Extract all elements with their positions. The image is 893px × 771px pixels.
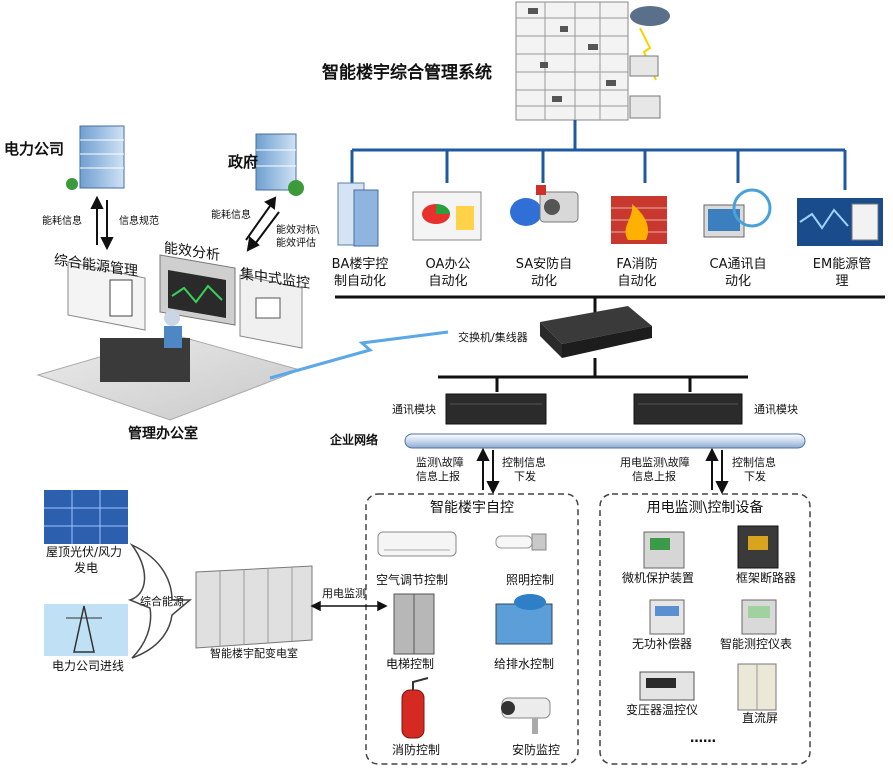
solar-panel-icon <box>44 490 128 544</box>
light-bulb-icon <box>495 533 547 551</box>
down-right-line2: 下发 <box>744 470 766 483</box>
device-box-title: 用电监测\控制设备 <box>646 500 764 516</box>
ca-icon <box>703 188 772 238</box>
microcomputer-protection-icon <box>643 531 685 569</box>
network-arrows <box>476 447 729 495</box>
elevator-icon <box>393 593 435 655</box>
smart-meter-icon <box>741 599 777 635</box>
em-label-line2: 理 <box>835 274 849 289</box>
solar-label-line1: 屋顶光伏/风力 <box>46 545 123 559</box>
ca-label-line1: CA通讯自 <box>709 257 767 272</box>
ca-label-line2: 动化 <box>724 274 751 289</box>
ba-icon <box>337 182 379 247</box>
combined-energy-label: 综合能源 <box>140 595 184 608</box>
device-item-protection: 微机保护装置 <box>622 571 695 585</box>
enterprise-network-label: 企业网络 <box>330 433 379 447</box>
up-left-line2: 信息上报 <box>416 470 460 483</box>
government-building-icon <box>255 133 304 196</box>
comm-module-left-icon <box>445 393 547 425</box>
benchmark-label-line1: 能效对标\ <box>276 225 320 236</box>
government-label: 政府 <box>228 153 259 171</box>
auto-control-box <box>365 493 579 765</box>
solar-label-line2: 发电 <box>74 561 99 575</box>
up-right-line1: 用电监测\故障 <box>620 456 690 469</box>
reactive-compensator-icon <box>649 599 685 635</box>
device-box <box>599 493 811 765</box>
down-left-line1: 控制信息 <box>502 456 546 469</box>
combined-energy-arrow <box>127 543 193 659</box>
device-item-temp-controller: 变压器温控仪 <box>626 703 699 717</box>
sa-icon <box>510 185 579 226</box>
fa-label-line2: 自动化 <box>617 274 657 289</box>
oa-label-line2: 自动化 <box>428 274 468 289</box>
ba-label-line2: 制自动化 <box>333 274 386 289</box>
security-camera-icon <box>501 697 551 734</box>
power-monitor-label: 用电监测 <box>322 587 366 600</box>
switch-label: 交换机/集线器 <box>458 331 528 344</box>
energy-info-label-1: 能耗信息 <box>42 216 82 227</box>
auto-item-security: 安防监控 <box>512 743 561 757</box>
auto-control-title: 智能楼宇自控 <box>430 500 514 516</box>
system-title: 智能楼宇综合管理系统 <box>322 63 492 83</box>
grid-label: 电力公司进线 <box>52 659 125 673</box>
building-model-icon <box>515 1 670 121</box>
office-scene-icon <box>36 254 303 421</box>
em-label-line1: EM能源管 <box>812 257 872 272</box>
substation-label: 智能楼宇配变电室 <box>210 647 298 660</box>
comm-module-left-label: 通讯模块 <box>392 403 436 416</box>
transformer-temp-controller-icon <box>639 671 695 701</box>
office-label: 管理办公室 <box>128 426 198 442</box>
device-item-breaker: 框架断路器 <box>736 571 797 585</box>
auto-item-ac: 空气调节控制 <box>376 573 449 587</box>
power-monitor-arrow <box>310 600 388 612</box>
wireless-link-icon <box>269 330 449 380</box>
water-pump-icon <box>495 594 553 645</box>
sa-label-line2: 动化 <box>530 274 557 289</box>
oa-label-line1: OA办公 <box>425 257 471 272</box>
device-item-dc-panel: 直流屏 <box>742 711 779 725</box>
comm-module-right-icon <box>633 393 743 425</box>
benchmark-label-line2: 能效评估 <box>276 238 316 249</box>
switch-icon <box>540 306 652 358</box>
up-right-line2: 信息上报 <box>632 470 676 483</box>
dc-panel-icon <box>737 663 777 711</box>
substation-cabinet-icon <box>195 565 313 649</box>
sa-label-line1: SA安防自 <box>515 257 573 272</box>
top-bus-lines <box>350 120 847 190</box>
fa-label-line1: FA消防 <box>616 257 658 272</box>
info-spec-label: 信息规范 <box>119 216 159 227</box>
air-conditioner-icon <box>377 531 457 557</box>
auto-item-fire: 消防控制 <box>392 743 441 757</box>
device-more: …… <box>690 731 716 746</box>
power-pylon-icon <box>44 604 128 656</box>
up-left-line1: 监测\故障 <box>416 456 464 469</box>
enterprise-network-bus <box>404 433 806 449</box>
left-top-arrows <box>90 195 280 252</box>
down-left-line2: 下发 <box>514 470 536 483</box>
frame-breaker-icon <box>737 525 779 569</box>
fire-extinguisher-icon <box>401 677 429 739</box>
comm-module-right-label: 通讯模块 <box>754 403 798 416</box>
device-item-compensator: 无功补偿器 <box>632 637 693 651</box>
auto-item-elevator: 电梯控制 <box>386 657 435 671</box>
oa-icon <box>412 191 482 241</box>
auto-item-water: 给排水控制 <box>494 657 555 671</box>
em-icon <box>797 198 883 246</box>
power-company-building-icon <box>66 125 125 190</box>
power-company-label: 电力公司 <box>4 140 65 158</box>
energy-info-label-2: 能耗信息 <box>211 210 251 221</box>
ba-label-line1: BA楼宇控 <box>331 257 389 272</box>
auto-item-lighting: 照明控制 <box>506 573 555 587</box>
fa-icon <box>611 196 667 244</box>
device-item-meter: 智能测控仪表 <box>720 637 793 651</box>
down-right-line1: 控制信息 <box>732 456 776 469</box>
